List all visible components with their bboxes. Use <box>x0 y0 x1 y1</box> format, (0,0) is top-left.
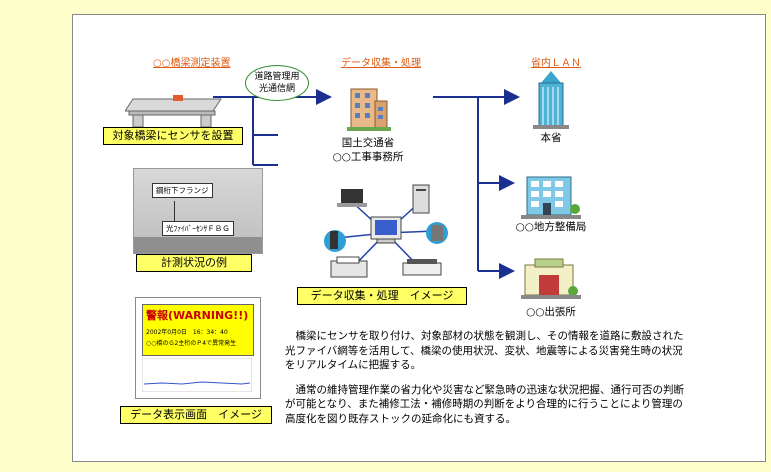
warning-date: 2002年0月0日 16：34：40 <box>146 329 228 336</box>
warning-title: 警報(WARNING!!) <box>146 309 249 322</box>
scanner-icon <box>402 259 442 276</box>
comm-network-line2: 光通信網 <box>258 84 295 94</box>
warning-box: 警報(WARNING!!) 2002年0月0日 16：34：40 ○○橋のＧ2主… <box>142 304 254 356</box>
ministry-label: 本省 <box>540 132 562 144</box>
description-paragraph-1: 橋梁にセンサを取り付け、対象部材の状態を観測し、その情報を道路に敷設された光ファ… <box>285 330 684 371</box>
ministry-lan-header: 省内ＬＡＮ <box>531 58 581 69</box>
comm-network-oval: 道路管理用 光通信網 <box>245 65 309 101</box>
bridge-device-header: ○○橋梁測定装置 <box>153 58 231 69</box>
regional-bureau-label: ○○地方整備局 <box>515 221 587 233</box>
comm-network-line1: 道路管理用 <box>254 72 300 82</box>
data-display-label: データ表示画面 イメージ <box>120 406 272 424</box>
fbg-sensor-label: 光ﾌｧｲﾊﾞｰｾﾝｻＦＢＧ <box>162 221 234 236</box>
data-processing-header: データ収集・処理 <box>341 58 421 69</box>
laptop-icon <box>337 189 367 207</box>
warning-event: ○○橋のＧ2主桁のＰ4で異常発生 <box>146 340 237 347</box>
diagram-panel: ○○橋梁測定装置 データ収集・処理 省内ＬＡＮ 道路管理用 光通信網 対象橋梁に… <box>72 14 766 462</box>
printer-icon <box>330 256 368 278</box>
description-paragraph-2: 通常の維持管理作業の省力化や災害など緊急時の迅速な状況把握、通行可否の判断が可能… <box>285 383 684 425</box>
office-label-line2: ○○工事事務所 <box>332 151 404 163</box>
office-label-line1: 国土交通省 <box>341 137 395 149</box>
data-display-screen: 警報(WARNING!!) 2002年0月0日 16：34：40 ○○橋のＧ2主… <box>135 297 261 399</box>
ministry-tower-icon <box>533 71 569 129</box>
measurement-example-label: 計測状況の例 <box>136 254 252 272</box>
bridge-icon <box>125 95 222 127</box>
office-building-icon <box>347 88 391 131</box>
measurement-photo: 鋼桁下フランジ 光ﾌｧｲﾊﾞｰｾﾝｻＦＢＧ <box>133 168 263 254</box>
data-collection-image-label: データ収集・処理 イメージ <box>297 287 467 305</box>
trend-graph <box>142 358 252 392</box>
data-collection-cluster <box>324 184 448 278</box>
computer-icon <box>370 216 402 244</box>
flange-label: 鋼桁下フランジ <box>152 183 213 198</box>
regional-bureau-building-icon <box>521 176 581 219</box>
office-label: 国土交通省 ○○工事事務所 <box>328 136 408 164</box>
server-icon <box>412 184 430 214</box>
description-text: 橋梁にセンサを取り付け、対象部材の状態を観測し、その情報を道路に敷設された光ファ… <box>285 329 693 436</box>
sensor-install-label: 対象橋梁にセンサを設置 <box>103 127 243 145</box>
branch-office-building-icon <box>521 258 581 299</box>
branch-office-label: ○○出張所 <box>526 306 576 318</box>
